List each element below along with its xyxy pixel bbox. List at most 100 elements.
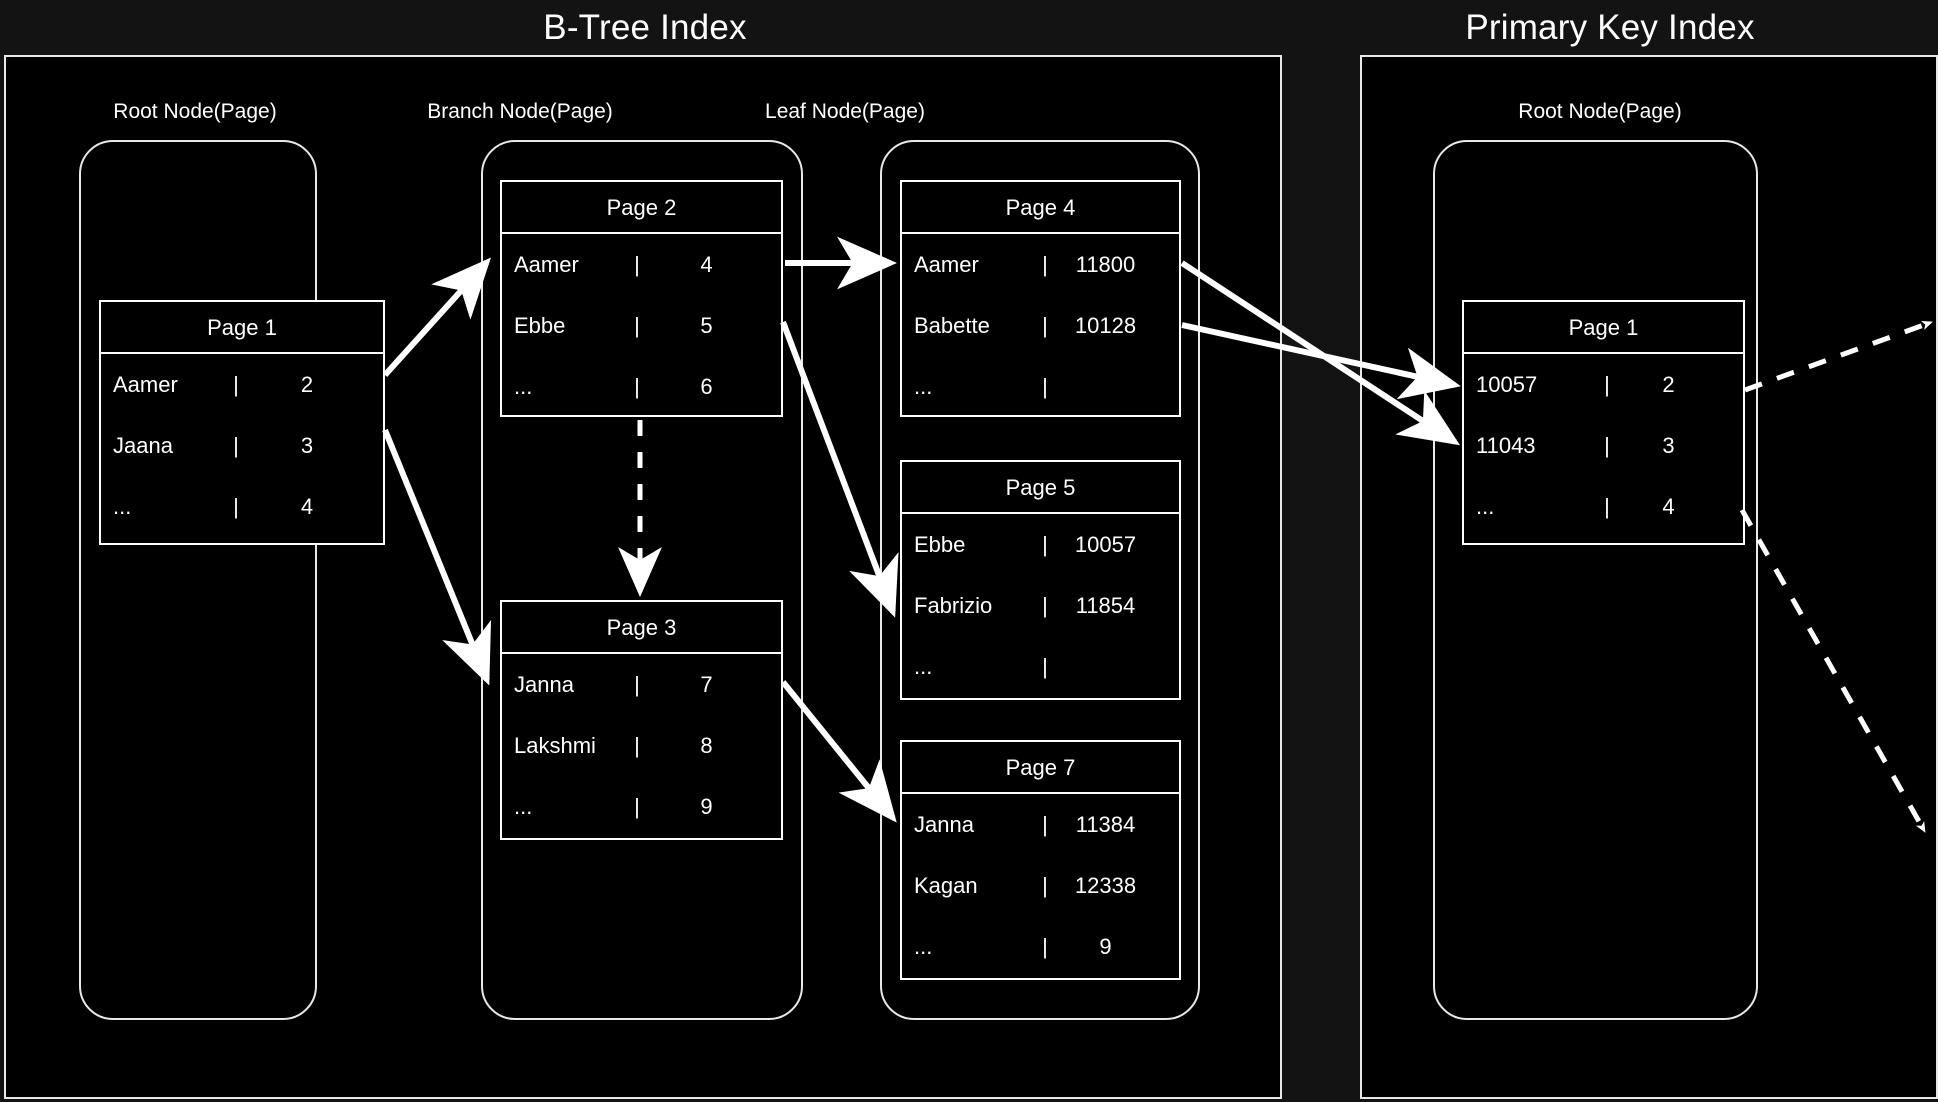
cell-key: ... bbox=[113, 493, 132, 519]
cell-separator: | bbox=[634, 671, 640, 697]
node-container-root bbox=[79, 140, 317, 1020]
cell-separator: | bbox=[634, 312, 640, 338]
label-branch-node: Branch Node(Page) bbox=[427, 100, 613, 123]
cell-value: 11384 bbox=[1075, 811, 1136, 837]
label-root-node: Root Node(Page) bbox=[113, 100, 277, 123]
cell-value: 3 bbox=[300, 432, 314, 458]
btree-index-title: B-Tree Index bbox=[543, 8, 747, 47]
table-row[interactable]: Aamer | 4 bbox=[502, 234, 781, 295]
cell-key: Kagan bbox=[914, 872, 978, 898]
table-row[interactable]: Aamer | 2 bbox=[101, 354, 383, 415]
page-title: Page 1 bbox=[101, 302, 383, 354]
cell-separator: | bbox=[634, 251, 640, 277]
cell-separator: | bbox=[1042, 592, 1048, 618]
cell-key: Fabrizio bbox=[914, 592, 993, 618]
table-row[interactable]: Janna | 11384 bbox=[902, 794, 1179, 855]
cell-key: 11043 bbox=[1476, 432, 1536, 458]
label-leaf-node: Leaf Node(Page) bbox=[765, 100, 925, 123]
cell-value: 4 bbox=[1662, 493, 1675, 519]
table-row[interactable]: ... | 9 bbox=[902, 916, 1179, 977]
cell-key: ... bbox=[514, 793, 533, 819]
cell-value: 12338 bbox=[1074, 872, 1137, 898]
cell-value: 2 bbox=[1662, 371, 1675, 397]
cell-value: 4 bbox=[300, 493, 314, 519]
table-row[interactable]: Jaana | 3 bbox=[101, 415, 383, 476]
page-title: Page 3 bbox=[502, 602, 781, 654]
cell-key: Ebbe bbox=[914, 531, 966, 557]
table-row[interactable]: 10057 | 2 bbox=[1464, 354, 1743, 415]
cell-value: 7 bbox=[700, 671, 713, 697]
cell-key: ... bbox=[514, 373, 533, 399]
cell-separator: | bbox=[1604, 432, 1610, 458]
cell-value: 9 bbox=[1099, 933, 1112, 959]
cell-value: 4 bbox=[700, 251, 713, 277]
page-title: Page 2 bbox=[502, 182, 781, 234]
cell-value: 11854 bbox=[1075, 592, 1136, 618]
page-title: Page 7 bbox=[902, 742, 1179, 794]
table-row[interactable]: ... | 9 bbox=[502, 776, 781, 837]
page-table-root-page1[interactable]: Page 1 Aamer | 2 Jaana | 3 ... | 4 bbox=[99, 300, 385, 545]
page-table-leaf-page7[interactable]: Page 7 Janna | 11384 Kagan | 12338 ... |… bbox=[900, 740, 1181, 980]
page-title: Page 5 bbox=[902, 462, 1179, 514]
cell-separator: | bbox=[1604, 371, 1610, 397]
label-pk-root-node: Root Node(Page) bbox=[1518, 100, 1682, 123]
page-title: Page 4 bbox=[902, 182, 1179, 234]
cell-key: Jaana bbox=[113, 432, 173, 458]
cell-value: 5 bbox=[700, 312, 713, 338]
cell-key: Babette bbox=[914, 312, 990, 338]
cell-key: Aamer bbox=[514, 251, 579, 277]
node-container-pk-root bbox=[1433, 140, 1758, 1020]
cell-separator: | bbox=[1042, 811, 1048, 837]
cell-key: Aamer bbox=[113, 371, 178, 397]
cell-value: 6 bbox=[700, 373, 713, 399]
cell-value: 10057 bbox=[1074, 531, 1137, 557]
cell-separator: | bbox=[1042, 933, 1048, 959]
cell-separator: | bbox=[634, 373, 640, 399]
cell-key: ... bbox=[914, 373, 933, 399]
page-table-branch-page2[interactable]: Page 2 Aamer | 4 Ebbe | 5 ... | 6 bbox=[500, 180, 783, 417]
page-table-leaf-page4[interactable]: Page 4 Aamer | 11800 Babette | 10128 ...… bbox=[900, 180, 1181, 417]
cell-key: ... bbox=[914, 653, 933, 679]
table-row[interactable]: ... | bbox=[902, 636, 1179, 697]
cell-value: 8 bbox=[700, 732, 713, 758]
cell-value: 11800 bbox=[1075, 251, 1136, 277]
cell-key: Janna bbox=[914, 811, 974, 837]
cell-separator: | bbox=[233, 371, 239, 397]
page-table-pk-page1[interactable]: Page 1 10057 | 2 11043 | 3 ... | 4 bbox=[1462, 300, 1745, 545]
table-row[interactable]: ... | 4 bbox=[101, 476, 383, 537]
cell-separator: | bbox=[1042, 373, 1048, 399]
primary-key-index-title: Primary Key Index bbox=[1465, 8, 1755, 47]
cell-separator: | bbox=[1042, 312, 1048, 338]
cell-key: Janna bbox=[514, 671, 574, 697]
table-row[interactable]: Ebbe | 5 bbox=[502, 295, 781, 356]
page-table-leaf-page5[interactable]: Page 5 Ebbe | 10057 Fabrizio | 11854 ...… bbox=[900, 460, 1181, 700]
table-row[interactable]: 11043 | 3 bbox=[1464, 415, 1743, 476]
cell-separator: | bbox=[1042, 251, 1048, 277]
cell-key: ... bbox=[1476, 493, 1495, 519]
cell-separator: | bbox=[1042, 872, 1048, 898]
cell-key: 10057 bbox=[1476, 371, 1538, 397]
table-row[interactable]: Ebbe | 10057 bbox=[902, 514, 1179, 575]
table-row[interactable]: Aamer | 11800 bbox=[902, 234, 1179, 295]
cell-separator: | bbox=[233, 432, 239, 458]
cell-separator: | bbox=[1604, 493, 1610, 519]
table-row[interactable]: ... | 6 bbox=[502, 356, 781, 417]
cell-separator: | bbox=[233, 493, 239, 519]
table-row[interactable]: ... | bbox=[902, 356, 1179, 417]
table-row[interactable]: Fabrizio | 11854 bbox=[902, 575, 1179, 636]
cell-separator: | bbox=[634, 793, 640, 819]
table-row[interactable]: Babette | 10128 bbox=[902, 295, 1179, 356]
cell-key: Ebbe bbox=[514, 312, 566, 338]
cell-value: 2 bbox=[300, 371, 314, 397]
table-row[interactable]: Kagan | 12338 bbox=[902, 855, 1179, 916]
cell-key: Lakshmi bbox=[514, 732, 596, 758]
table-row[interactable]: ... | 4 bbox=[1464, 476, 1743, 537]
cell-value: 3 bbox=[1662, 432, 1675, 458]
table-row[interactable]: Lakshmi | 8 bbox=[502, 715, 781, 776]
cell-separator: | bbox=[634, 732, 640, 758]
cell-separator: | bbox=[1042, 531, 1048, 557]
table-row[interactable]: Janna | 7 bbox=[502, 654, 781, 715]
page-title: Page 1 bbox=[1464, 302, 1743, 354]
page-table-branch-page3[interactable]: Page 3 Janna | 7 Lakshmi | 8 ... | 9 bbox=[500, 600, 783, 840]
